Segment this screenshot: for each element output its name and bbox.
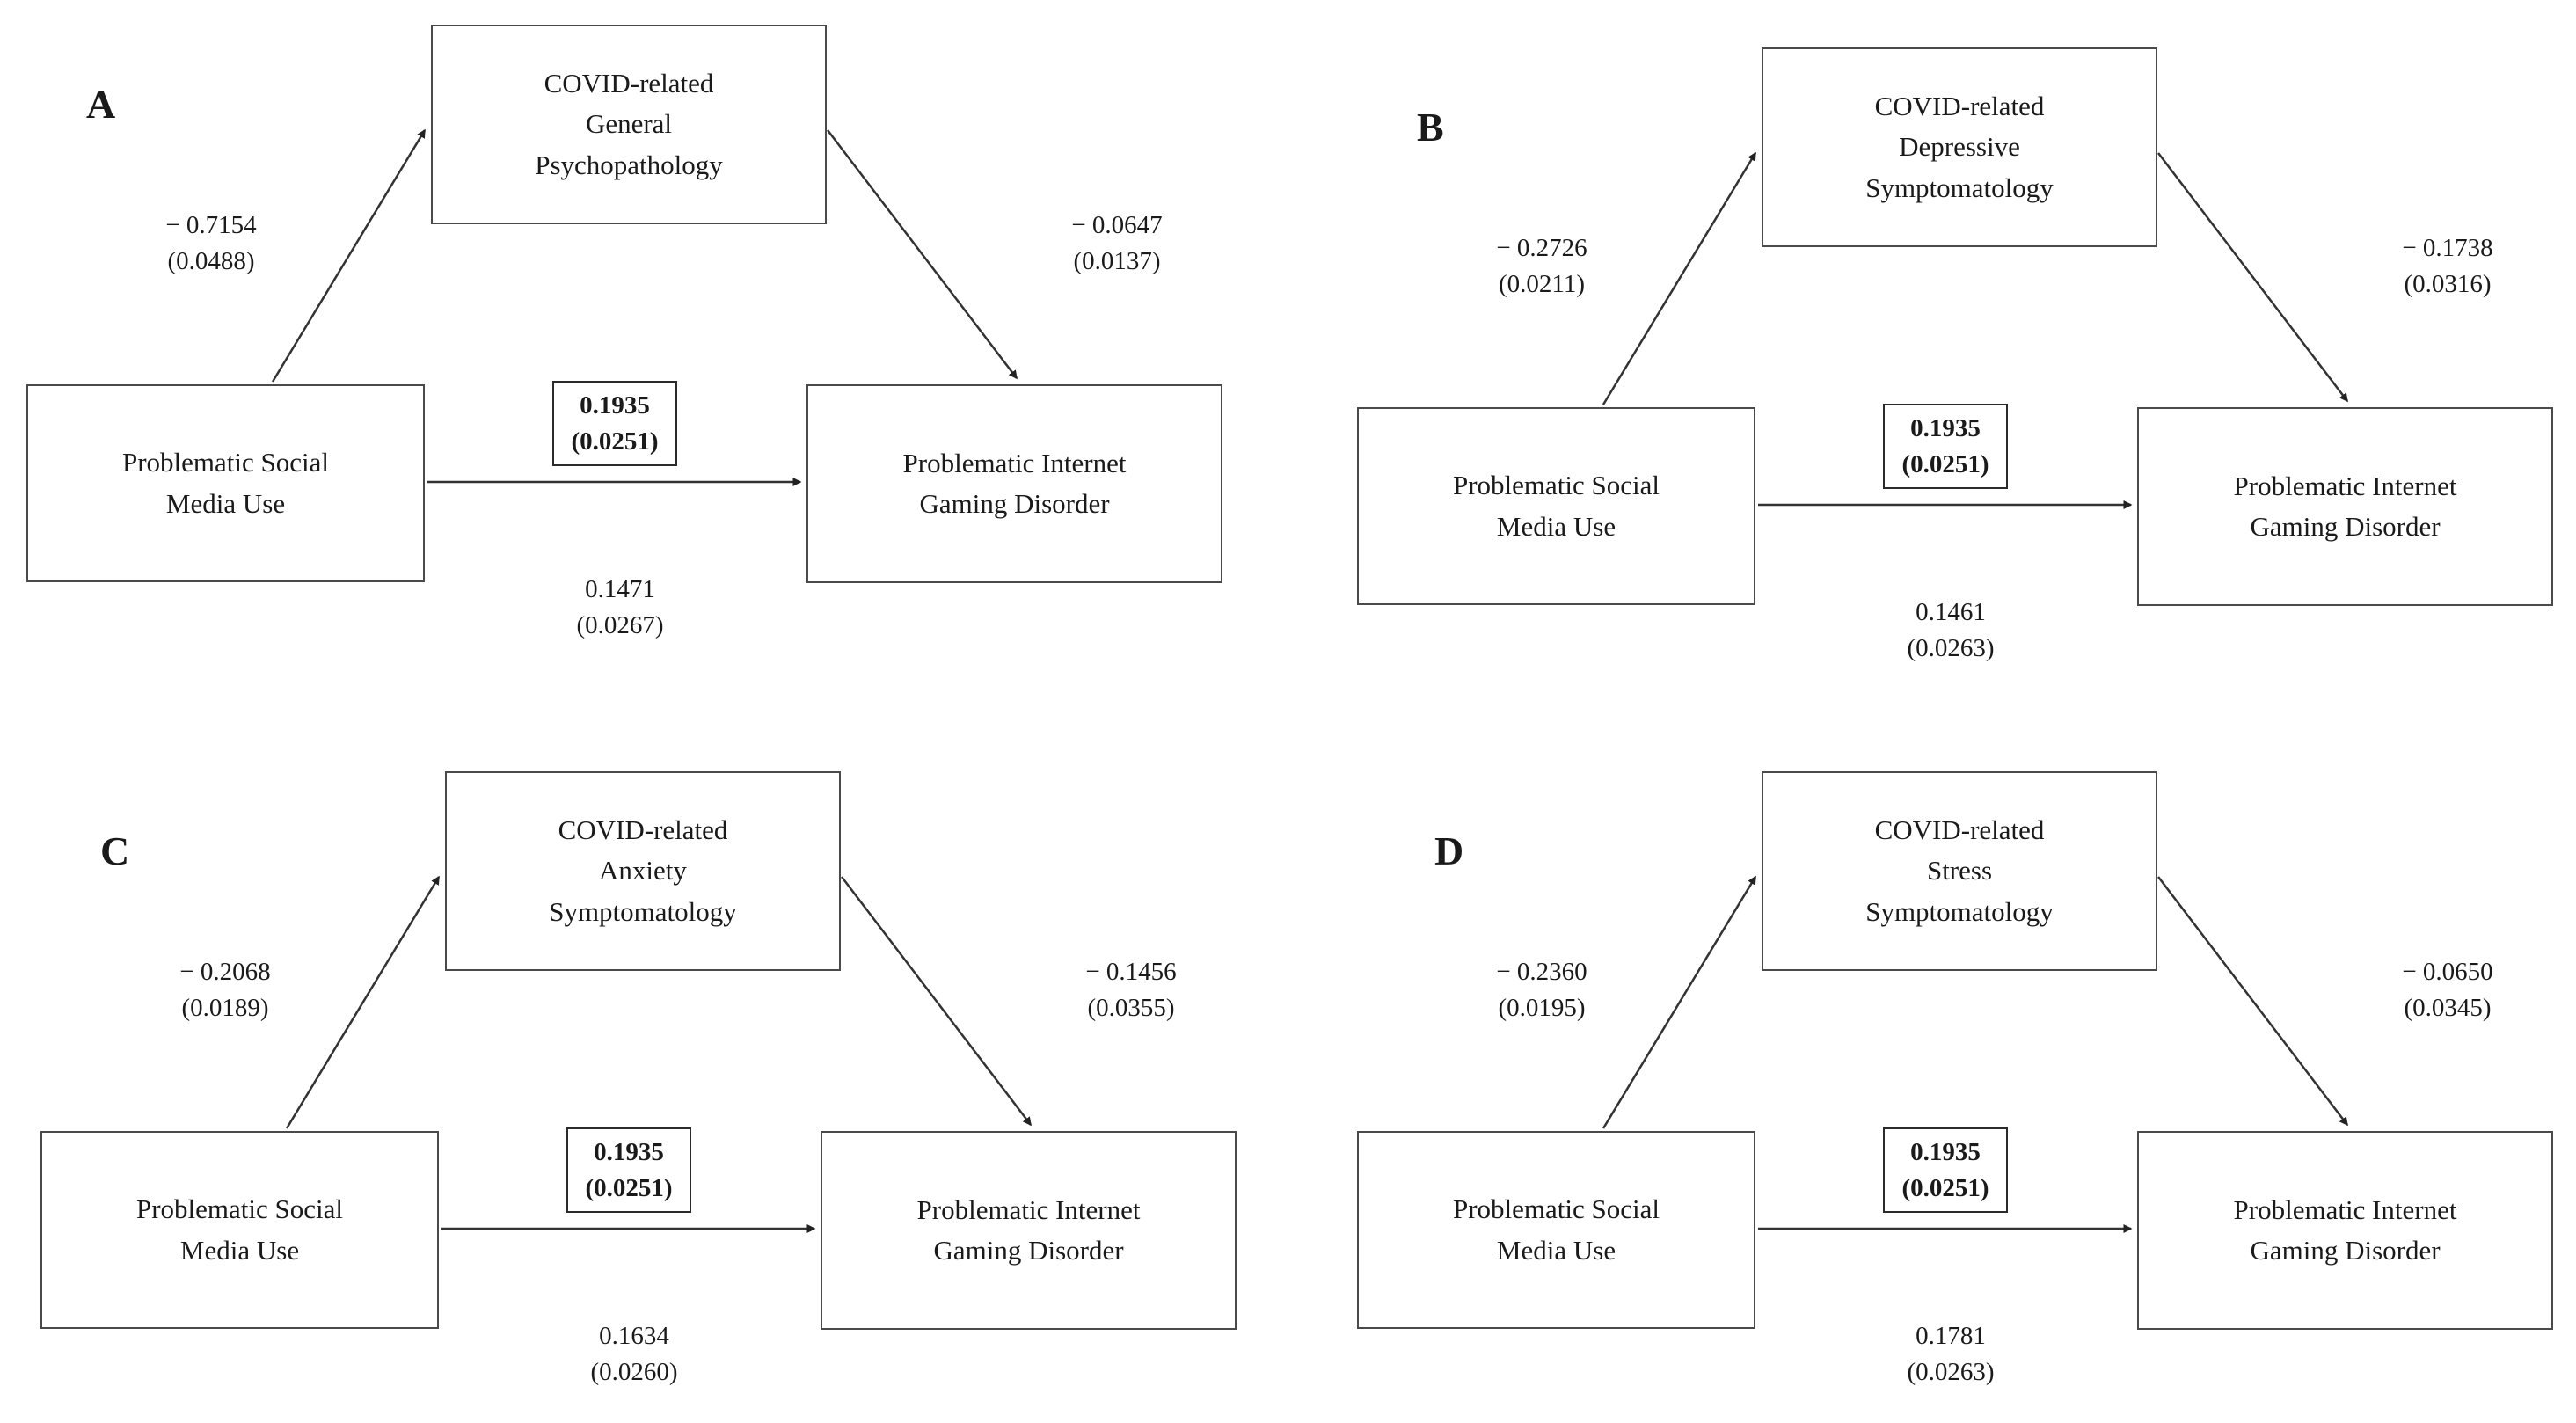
path-arrows [1602, 151, 2348, 509]
direct-effect-coefficient: 0.1935 (0.0251) [552, 381, 677, 466]
a-path-arrow [1602, 151, 1757, 405]
predictor-box: Problematic Social Media Use [1357, 1131, 1755, 1329]
a-path-arrow [285, 875, 441, 1129]
b-path-arrow [2157, 152, 2348, 403]
b-path-coefficient: − 0.1738 (0.0316) [2402, 234, 2493, 298]
path-arrows [271, 128, 1018, 486]
path-arrows [1602, 875, 2348, 1233]
predictor-box: Problematic Social Media Use [40, 1131, 439, 1329]
predictor-box: Problematic Social Media Use [1357, 407, 1755, 605]
outcome-box: Problematic Internet Gaming Disorder [806, 384, 1222, 583]
mediation-panel-c: C COVID-related Anxiety Symptomatology P… [0, 712, 1288, 1423]
predictor-box: Problematic Social Media Use [26, 384, 425, 582]
mediator-box: COVID-related Depressive Symptomatology [1762, 47, 2157, 247]
a-path-coefficient: − 0.2360 (0.0195) [1496, 958, 1587, 1022]
mediation-panel-a: A COVID-related General Psychopathology … [0, 0, 1288, 712]
b-path-coefficient: − 0.1456 (0.0355) [1085, 958, 1177, 1022]
b-path-coefficient: − 0.0647 (0.0137) [1071, 211, 1163, 275]
panel-letter: D [1434, 828, 1464, 873]
total-effect-coefficient: 0.1471 (0.0267) [576, 575, 664, 639]
mediation-panel-d: D COVID-related Stress Symptomatology Pr… [1288, 712, 2576, 1423]
outcome-box: Problematic Internet Gaming Disorder [2137, 1131, 2553, 1330]
direct-effect-coefficient: 0.1935 (0.0251) [1883, 404, 2008, 489]
a-path-coefficient: − 0.2068 (0.0189) [179, 958, 271, 1022]
direct-effect-coefficient: 0.1935 (0.0251) [1883, 1127, 2008, 1213]
outcome-box: Problematic Internet Gaming Disorder [821, 1131, 1237, 1330]
total-effect-coefficient: 0.1781 (0.0263) [1907, 1322, 1995, 1386]
b-path-arrow [827, 129, 1018, 380]
a-path-coefficient: − 0.7154 (0.0488) [165, 211, 257, 275]
mediator-box: COVID-related Anxiety Symptomatology [445, 771, 841, 971]
a-path-arrow [1602, 875, 1757, 1129]
direct-effect-coefficient: 0.1935 (0.0251) [566, 1127, 691, 1213]
a-path-arrow [271, 128, 427, 383]
panel-letter: A [86, 82, 116, 127]
b-path-coefficient: − 0.0650 (0.0345) [2402, 958, 2493, 1022]
panel-letter: C [100, 828, 130, 873]
mediator-box: COVID-related Stress Symptomatology [1762, 771, 2157, 971]
mediator-box: COVID-related General Psychopathology [431, 25, 827, 224]
total-effect-coefficient: 0.1461 (0.0263) [1907, 598, 1995, 662]
mediation-panel-b: B COVID-related Depressive Symptomatolog… [1288, 0, 2576, 712]
a-path-coefficient: − 0.2726 (0.0211) [1496, 234, 1587, 298]
outcome-box: Problematic Internet Gaming Disorder [2137, 407, 2553, 606]
panel-letter: B [1417, 105, 1444, 150]
total-effect-coefficient: 0.1634 (0.0260) [590, 1322, 678, 1386]
path-arrows [285, 875, 1032, 1233]
b-path-arrow [2157, 876, 2348, 1127]
b-path-arrow [841, 876, 1032, 1127]
